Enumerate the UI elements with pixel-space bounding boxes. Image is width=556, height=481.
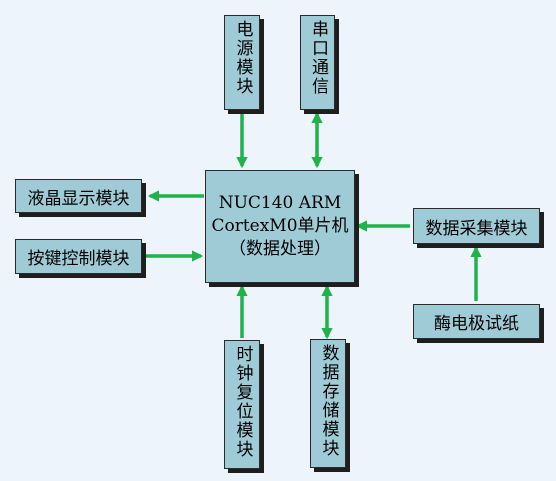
enzyme-strip-label: 酶电极试纸 [434, 314, 519, 334]
serial-module-label: 串口通信 [308, 20, 328, 96]
lcd-module-label: 液晶显示模块 [27, 188, 130, 209]
keys-module-label: 按键控制模块 [27, 249, 130, 269]
mcu-line-1: NUC140 ARM [218, 193, 342, 213]
lcd-module-box: 液晶显示模块 [15, 179, 142, 213]
mcu-line-2: CortexM0单片机 [211, 216, 349, 236]
storage-module-label: 数据存储模块 [318, 344, 339, 458]
storage-module-box: 数据存储模块 [310, 339, 346, 468]
acquisition-module-box: 数据采集模块 [413, 208, 540, 244]
acquisition-module-label: 数据采集模块 [425, 218, 528, 239]
clock-reset-module-label: 时钟复位模块 [232, 345, 253, 459]
power-module-label: 电源模块 [232, 20, 253, 96]
mcu-box: NUC140 ARM CortexM0单片机 （数据处理） [205, 170, 355, 283]
mcu-line-3: （数据处理） [229, 239, 331, 259]
clock-reset-module-box: 时钟复位模块 [224, 340, 260, 469]
enzyme-strip-box: 酶电极试纸 [413, 304, 540, 339]
keys-module-box: 按键控制模块 [15, 239, 142, 274]
power-module-box: 电源模块 [224, 15, 260, 110]
serial-module-box: 串口通信 [300, 15, 335, 110]
